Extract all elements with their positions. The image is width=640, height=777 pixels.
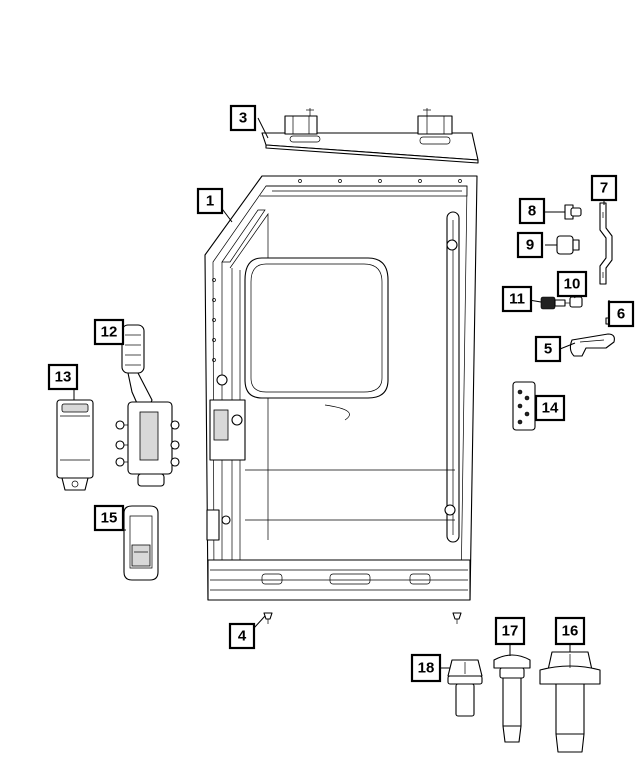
callout-11: 11 — [501, 285, 533, 313]
callout-label: 4 — [238, 628, 247, 645]
bolt-16-part — [539, 651, 601, 753]
top-rail-part — [261, 108, 479, 164]
callout-7: 7 — [590, 174, 618, 202]
bolt-8-part — [564, 204, 582, 220]
handle-cup-part — [123, 505, 159, 581]
bracket-7-part — [599, 202, 613, 285]
callout-label: 9 — [526, 237, 534, 254]
callout-label: 13 — [55, 369, 72, 386]
callout-label: 8 — [528, 203, 536, 220]
callout-label: 14 — [542, 400, 559, 417]
callout-1: 1 — [196, 187, 224, 215]
callout-label: 5 — [544, 341, 552, 358]
bolt-18-part — [447, 659, 483, 717]
callout-5: 5 — [534, 335, 562, 363]
callout-15: 15 — [93, 504, 125, 532]
door-frame-part — [204, 175, 478, 601]
callout-4: 4 — [228, 622, 256, 650]
callout-label: 15 — [101, 510, 118, 527]
callout-6: 6 — [607, 300, 635, 328]
lock-cover-part — [56, 399, 94, 491]
callout-label: 1 — [206, 193, 214, 210]
callout-12: 12 — [93, 318, 125, 346]
callout-14: 14 — [534, 394, 566, 422]
module-14-part — [512, 381, 536, 431]
fastener-4-part — [263, 612, 462, 624]
bolt-17-part — [493, 654, 531, 743]
callout-label: 11 — [509, 291, 525, 308]
callout-label: 12 — [101, 324, 118, 341]
callout-label: 16 — [562, 623, 579, 640]
callout-label: 7 — [600, 180, 608, 197]
bushing-9-part — [556, 235, 580, 255]
callout-18: 18 — [410, 653, 442, 683]
callout-17: 17 — [494, 616, 526, 646]
striker-parts — [540, 296, 583, 310]
callout-label: 17 — [502, 623, 519, 640]
callout-13: 13 — [47, 363, 79, 391]
handle-5-part — [569, 333, 615, 357]
callout-label: 18 — [418, 660, 435, 677]
callout-9: 9 — [516, 231, 544, 259]
lock-mechanism-part — [115, 324, 180, 487]
callout-label: 3 — [239, 110, 247, 127]
callout-10: 10 — [556, 270, 588, 298]
callout-label: 10 — [564, 276, 581, 293]
callout-label: 6 — [617, 306, 625, 323]
callout-8: 8 — [518, 197, 546, 225]
callout-16: 16 — [554, 616, 586, 646]
callout-3: 3 — [229, 104, 257, 132]
